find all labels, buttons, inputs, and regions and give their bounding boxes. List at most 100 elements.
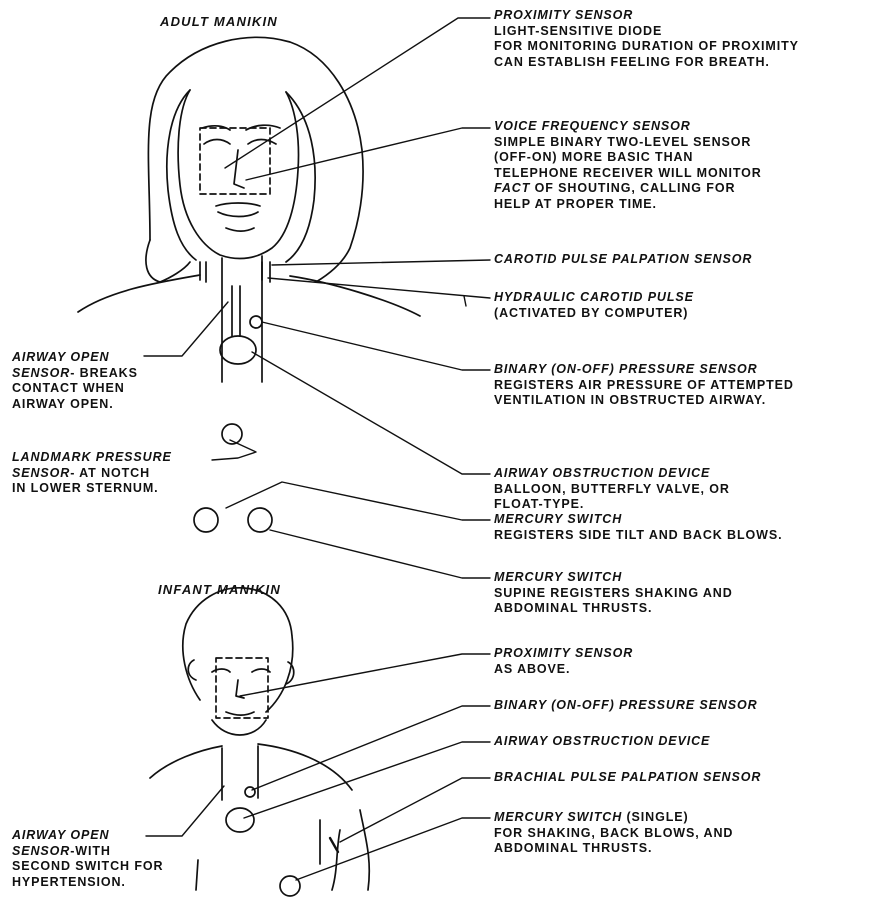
leader-obstruction xyxy=(252,352,490,474)
label-emphasis: FACT xyxy=(494,181,530,195)
leader-voice xyxy=(246,128,490,180)
adult-obstruction-balloon xyxy=(220,336,256,364)
leader-proximity xyxy=(225,18,490,168)
label-text: - AT NOTCH xyxy=(70,466,150,480)
infant-binary-sensor xyxy=(245,787,255,797)
infant-body-line-left xyxy=(196,860,198,890)
label-heading: HYDRAULIC CAROTID PULSE xyxy=(494,290,694,306)
adult-carotid-sensor-right xyxy=(262,262,270,282)
adult-chin xyxy=(226,228,254,231)
infant-proximity-sensor-box xyxy=(216,658,268,718)
label-line: SECOND SWITCH FOR xyxy=(12,859,163,875)
label-infant-airway-obstruction-device: AIRWAY OBSTRUCTION DEVICE xyxy=(494,734,710,750)
infant-eyes xyxy=(212,669,270,672)
leader-infant-mercury xyxy=(296,818,490,880)
label-voice-frequency-sensor: VOICE FREQUENCY SENSOR SIMPLE BINARY TWO… xyxy=(494,119,762,212)
label-line: HELP AT PROPER TIME. xyxy=(494,197,762,213)
infant-manikin-title: INFANT MANIKIN xyxy=(158,582,281,597)
leader-carotid-sensor xyxy=(272,260,490,265)
label-heading: VOICE FREQUENCY SENSOR xyxy=(494,119,762,135)
label-line: ABDOMINAL THRUSTS. xyxy=(494,601,733,617)
label-heading: BINARY (ON-OFF) PRESSURE SENSOR xyxy=(494,362,794,378)
leader-mercury-2 xyxy=(270,530,490,578)
label-line: CAN ESTABLISH FEELING FOR BREATH. xyxy=(494,55,799,71)
label-line: LIGHT-SENSITIVE DIODE xyxy=(494,24,799,40)
adult-nose xyxy=(234,150,244,188)
infant-brachial-sensor xyxy=(330,838,338,852)
infant-mouth xyxy=(226,712,254,715)
label-carotid-pulse-palpation-sensor: CAROTID PULSE PALPATION SENSOR xyxy=(494,252,752,268)
adult-mercury-switch-1 xyxy=(194,508,218,532)
label-mercury-switch-1: MERCURY SWITCH REGISTERS SIDE TILT AND B… xyxy=(494,512,782,543)
label-heading: BRACHIAL PULSE PALPATION SENSOR xyxy=(494,770,761,786)
label-text: OF SHOUTING, CALLING FOR xyxy=(530,181,735,195)
adult-trachea-tube xyxy=(232,286,240,336)
label-heading: BINARY (ON-OFF) PRESSURE SENSOR xyxy=(494,698,758,714)
label-line: HYPERTENSION. xyxy=(12,875,163,891)
label-line: CONTACT WHEN xyxy=(12,381,138,397)
infant-body-line-right xyxy=(332,830,340,890)
adult-shoulders xyxy=(78,275,420,316)
leader-infant-obstruction xyxy=(244,742,490,818)
label-text: - BREAKS xyxy=(70,366,138,380)
label-heading: PROXIMITY SENSOR xyxy=(494,646,633,662)
label-heading: SENSOR xyxy=(12,844,70,858)
label-line: (ACTIVATED BY COMPUTER) xyxy=(494,306,694,322)
label-infant-brachial-pulse-sensor: BRACHIAL PULSE PALPATION SENSOR xyxy=(494,770,761,786)
label-line: IN LOWER STERNUM. xyxy=(12,481,172,497)
infant-obstruction-balloon xyxy=(226,808,254,832)
label-airway-open-sensor: AIRWAY OPEN SENSOR- BREAKS CONTACT WHEN … xyxy=(12,350,138,412)
leader-mercury-1 xyxy=(226,482,490,520)
label-line: SIMPLE BINARY TWO-LEVEL SENSOR xyxy=(494,135,762,151)
leader-infant-brachial xyxy=(340,778,490,842)
label-line: FOR SHAKING, BACK BLOWS, AND xyxy=(494,826,733,842)
label-line: VENTILATION IN OBSTRUCTED AIRWAY. xyxy=(494,393,794,409)
adult-mercury-switch-2 xyxy=(248,508,272,532)
label-line: AIRWAY OPEN. xyxy=(12,397,138,413)
label-infant-binary-pressure-sensor: BINARY (ON-OFF) PRESSURE SENSOR xyxy=(494,698,758,714)
leader-binary xyxy=(262,322,490,370)
adult-binary-sensor xyxy=(250,316,262,328)
label-heading: PROXIMITY SENSOR xyxy=(494,8,799,24)
label-text: -WITH xyxy=(70,844,111,858)
adult-manikin-title: ADULT MANIKIN xyxy=(160,14,278,29)
adult-mouth xyxy=(216,203,260,217)
label-line: FOR MONITORING DURATION OF PROXIMITY xyxy=(494,39,799,55)
label-infant-mercury-switch: MERCURY SWITCH (SINGLE) FOR SHAKING, BAC… xyxy=(494,810,733,857)
label-infant-proximity-sensor: PROXIMITY SENSOR AS ABOVE. xyxy=(494,646,633,677)
leader-lines xyxy=(144,18,490,880)
label-heading: MERCURY SWITCH xyxy=(494,512,782,528)
infant-manikin xyxy=(150,588,369,896)
label-heading: CAROTID PULSE PALPATION SENSOR xyxy=(494,252,752,268)
label-heading: SENSOR xyxy=(12,466,70,480)
adult-face-outline xyxy=(178,90,298,259)
label-line: REGISTERS SIDE TILT AND BACK BLOWS. xyxy=(494,528,782,544)
label-heading: AIRWAY OBSTRUCTION DEVICE xyxy=(494,466,730,482)
label-text: (SINGLE) xyxy=(622,810,688,824)
label-heading: SENSOR xyxy=(12,366,70,380)
label-line: ABDOMINAL THRUSTS. xyxy=(494,841,733,857)
infant-arm xyxy=(320,810,369,890)
label-airway-obstruction-device: AIRWAY OBSTRUCTION DEVICE BALLOON, BUTTE… xyxy=(494,466,730,513)
adult-hair-inner-right xyxy=(286,92,315,262)
label-line: FACT OF SHOUTING, CALLING FOR xyxy=(494,181,762,197)
leader-infant-proximity xyxy=(240,654,490,696)
label-heading: MERCURY SWITCH xyxy=(494,810,622,824)
infant-shoulders xyxy=(150,744,352,790)
label-heading: LANDMARK PRESSURE xyxy=(12,450,172,466)
label-hydraulic-carotid-pulse: HYDRAULIC CAROTID PULSE (ACTIVATED BY CO… xyxy=(494,290,694,321)
label-line: (OFF-ON) MORE BASIC THAN xyxy=(494,150,762,166)
leader-hydraulic xyxy=(268,278,490,298)
label-heading: AIRWAY OPEN xyxy=(12,350,138,366)
label-landmark-pressure-sensor: LANDMARK PRESSURE SENSOR- AT NOTCH IN LO… xyxy=(12,450,172,497)
label-heading: AIRWAY OPEN xyxy=(12,828,163,844)
label-proximity-sensor: PROXIMITY SENSOR LIGHT-SENSITIVE DIODE F… xyxy=(494,8,799,70)
adult-carotid-sensor-left xyxy=(200,262,206,282)
label-binary-pressure-sensor: BINARY (ON-OFF) PRESSURE SENSOR REGISTER… xyxy=(494,362,794,409)
label-line: TELEPHONE RECEIVER WILL MONITOR xyxy=(494,166,762,182)
label-line: FLOAT-TYPE. xyxy=(494,497,730,513)
stray-mark xyxy=(464,296,466,306)
label-line: SUPINE REGISTERS SHAKING AND xyxy=(494,586,733,602)
label-heading: AIRWAY OBSTRUCTION DEVICE xyxy=(494,734,710,750)
label-heading: MERCURY SWITCH xyxy=(494,570,733,586)
